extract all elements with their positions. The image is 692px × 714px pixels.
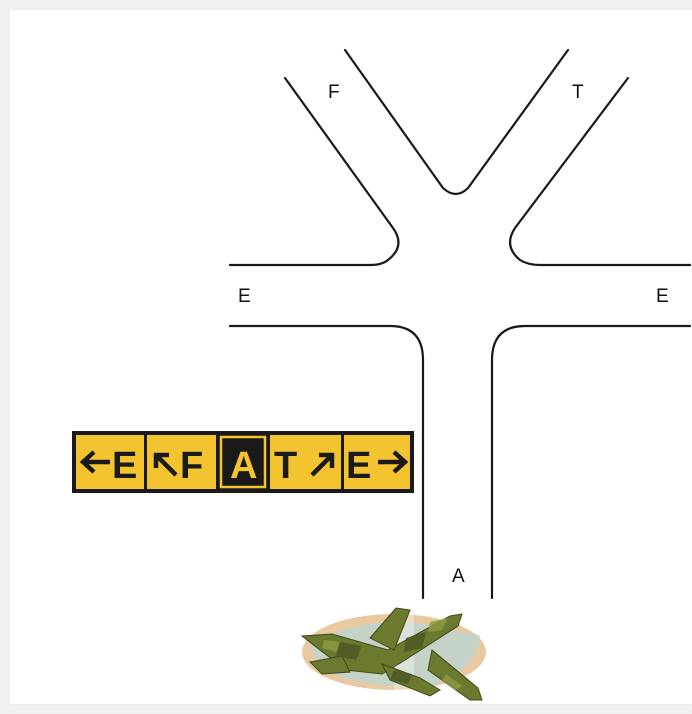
taxiway-e-lower-left-edge (228, 324, 425, 600)
sign-divider (341, 435, 344, 489)
sign-panel-e-right: E (346, 445, 409, 487)
arrow-up-left-icon (153, 452, 178, 477)
arrow-left-icon (79, 450, 110, 474)
label-taxiway-f: F (328, 82, 340, 103)
label-taxiway-t: T (572, 82, 584, 103)
sign-letter-a: A (230, 445, 257, 487)
label-taxiway-a: A (452, 566, 465, 587)
label-taxiway-e-left: E (238, 286, 251, 307)
airplane-icon (300, 607, 486, 701)
sign-panel-location-a: A (216, 431, 270, 493)
taxiway-diagram: F T E E A E F A T E (72, 48, 692, 701)
sign-divider (144, 435, 147, 489)
taxiway-f-outer-edge (228, 76, 400, 267)
label-taxiway-e-right: E (656, 286, 669, 307)
arrow-up-right-icon (310, 452, 335, 477)
sign-letter-t: T (274, 445, 297, 487)
sign-panel-e-left: E (79, 445, 137, 487)
taxiway-e-lower-right-edge (490, 324, 692, 600)
sign-panel-f: F (153, 445, 203, 487)
taxiway-f-inner-edge (343, 48, 570, 196)
arrow-right-icon (378, 450, 409, 474)
taxiway-t-outer-edge (508, 76, 692, 267)
diagram-canvas: F T E E A E F A T E (10, 10, 692, 704)
sign-letter-e-left: E (112, 445, 137, 487)
sign-panel-t: T (274, 445, 335, 487)
sign-letter-e-right: E (346, 445, 371, 487)
sign-letter-f: F (180, 445, 203, 487)
direction-sign: E F A T E (72, 431, 414, 493)
